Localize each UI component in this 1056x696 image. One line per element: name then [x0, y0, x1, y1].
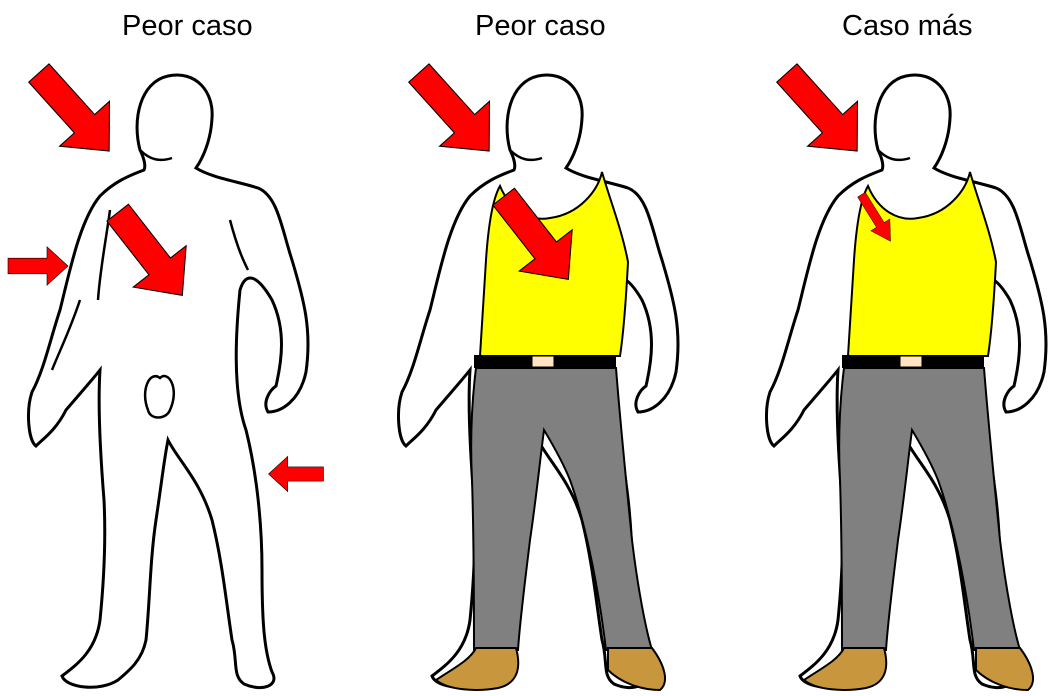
arrow-shoulder — [14, 51, 134, 174]
figure-clothed — [394, 51, 678, 690]
arrow-shoulder-3 — [762, 51, 882, 174]
pants-3 — [839, 368, 1020, 650]
arrow-left-side — [8, 247, 68, 285]
arrow-shoulder-2 — [394, 51, 514, 174]
arrow-right-leg — [269, 456, 324, 491]
groin-detail — [145, 376, 174, 417]
figure-bare — [8, 51, 324, 688]
pants — [471, 368, 652, 650]
figure-clothed-best — [762, 51, 1046, 690]
belt-buckle-3 — [900, 356, 922, 367]
belt-buckle — [532, 356, 554, 367]
